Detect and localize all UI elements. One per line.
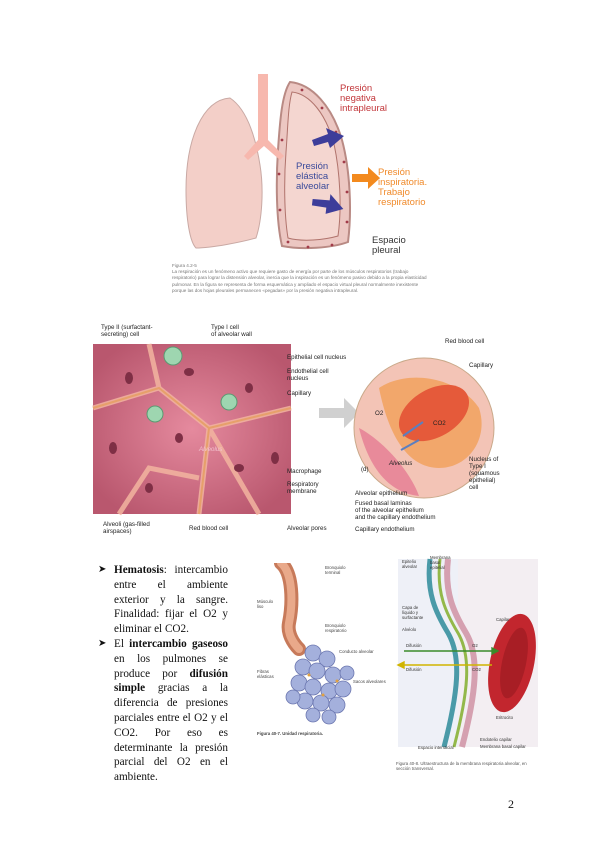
label-capillary: Capillary	[287, 390, 312, 397]
label-elastic-pressure: Presión elástica alveolar	[296, 161, 330, 192]
label-type1-cell: Type I cell of alveolar wall	[211, 324, 252, 338]
label-respiratory-membrane: Respiratory membrane	[287, 481, 319, 495]
lungs-caption: Figura 4.2-5 La respiración es un fenóme…	[172, 263, 430, 294]
label-zoom-alveolus: Alveolus	[389, 460, 413, 467]
label-zoom-d: (d)	[361, 466, 369, 473]
bullet-list: ➤ Hematosis: intercambio entre el ambien…	[98, 563, 228, 785]
label-smooth-muscle: Músculo liso	[257, 599, 274, 609]
label-red-blood-cell: Red blood cell	[189, 525, 229, 532]
label-elastic-fibers: Fibras elásticas	[257, 669, 274, 679]
label-capillary: Capilar	[496, 617, 510, 622]
label-o2: O2	[472, 643, 478, 648]
label-erythrocyte: Eritrocito	[496, 715, 513, 720]
label-zoom-capillary-endothelium: Capillary endothelium	[355, 526, 415, 533]
arrow-bullet-icon: ➤	[98, 564, 107, 575]
label-endothelial-nucleus: Endothelial cell nucleus	[287, 368, 329, 382]
label-co2: CO2	[472, 667, 481, 672]
lungs-pressure-figure: Presión negativa intrapleural Presión el…	[172, 70, 434, 322]
label-zoom-co2: CO2	[433, 420, 446, 427]
text-exchange-b: en los pulmones se produce por	[114, 652, 228, 680]
label-fluid-layer: Capa de líquido y surfactante	[402, 605, 424, 620]
label-alveolus: Alvéolo	[402, 627, 417, 632]
arrow-bullet-icon: ➤	[98, 637, 107, 649]
term-hematosis: Hematosis	[114, 564, 164, 576]
lungs-caption-text: La respiración es un fenómeno activo que…	[172, 269, 427, 293]
label-diffusion-o2: Difusión	[406, 643, 422, 648]
label-alveolar-epithelium: Epitelio alveolar	[402, 559, 418, 569]
label-zoom-alveolar-epithelium: Alveolar epithelium	[355, 490, 408, 497]
respiratory-unit-figure: Bronquiolo terminal Músculo liso Bronqui…	[253, 556, 386, 738]
unit-caption: Figura 40-7. Unidad respiratoria.	[257, 731, 323, 736]
text-exchange-a: El	[114, 637, 130, 650]
label-alveolus-center: Alveolus	[199, 446, 223, 453]
term-simple-diffusion: difusión simple	[114, 667, 228, 695]
text-hematosis: : intercambio entre el ambiente exterior…	[114, 564, 228, 636]
respiratory-unit-diagram	[274, 556, 355, 725]
label-pleural-space: Espacio pleural	[372, 235, 406, 256]
label-interstitial-space: Espacio intersticial	[418, 745, 454, 750]
alveoli-figure: Type II (surfactant- secreting) cell Typ…	[89, 318, 509, 544]
label-type2-cell: Type II (surfactant- secreting) cell	[101, 324, 153, 338]
bullet-item-hematosis: ➤ Hematosis: intercambio entre el ambien…	[98, 563, 228, 637]
label-terminal-bronchiole: Bronquiolo terminal	[325, 565, 346, 575]
label-respiratory-bronchiole: Bronquiolo respiratorio	[325, 623, 347, 633]
label-capillary-endothelium: Endotelio capilar	[480, 737, 512, 742]
bullet-item-exchange: ➤ El intercambio gaseoso en los pulmones…	[98, 637, 228, 785]
label-zoom-nucleus: Nucleus of Type I (squamous epithelial) …	[469, 456, 500, 491]
label-alveoli: Alveoli (gas-filled airspaces)	[103, 521, 150, 535]
label-diffusion-co2: Difusión	[406, 667, 422, 672]
text-column: ➤ Hematosis: intercambio entre el ambien…	[98, 563, 228, 785]
label-macrophage: Macrophage	[287, 468, 322, 475]
label-alveolar-duct: Conducto alveolar	[339, 649, 374, 654]
label-zoom-fused: Fused basal laminas of the alveolar epit…	[355, 500, 436, 521]
text-exchange-c: gracias a la diferencia de presiones par…	[114, 682, 228, 784]
label-epithelial-nucleus: Epithelial cell nucleus	[287, 354, 347, 361]
label-epithelial-basement: Membrana basal epitelial	[430, 555, 451, 570]
page-number: 2	[508, 797, 514, 811]
membrane-caption: Figura 40-8. Ultraestructura de la membr…	[396, 761, 527, 771]
label-alveolar-pores: Alveolar pores	[287, 525, 327, 532]
lungs-diagram	[185, 74, 380, 250]
alveoli-diagram	[92, 343, 495, 516]
membrane-diagram	[396, 558, 538, 748]
term-gas-exchange: intercambio gaseoso	[129, 637, 228, 650]
respiratory-membrane-figure: Epitelio alveolar Membrana basal epiteli…	[392, 553, 542, 775]
label-capillary-basement: Membrana basal capilar	[480, 744, 526, 749]
label-zoom-o2: O2	[375, 410, 384, 417]
label-alveolar-sacs: Sacos alveolares	[353, 679, 386, 684]
lungs-caption-title: Figura 4.2-5	[172, 263, 197, 268]
label-zoom-red-blood-cell: Red blood cell	[445, 338, 485, 345]
label-zoom-capillary: Capillary	[469, 362, 494, 369]
label-negative-pressure: Presión negativa intrapleural	[340, 83, 387, 114]
label-inspiratory-pressure: Presión inspiratoria. Trabajo respirator…	[378, 167, 428, 208]
